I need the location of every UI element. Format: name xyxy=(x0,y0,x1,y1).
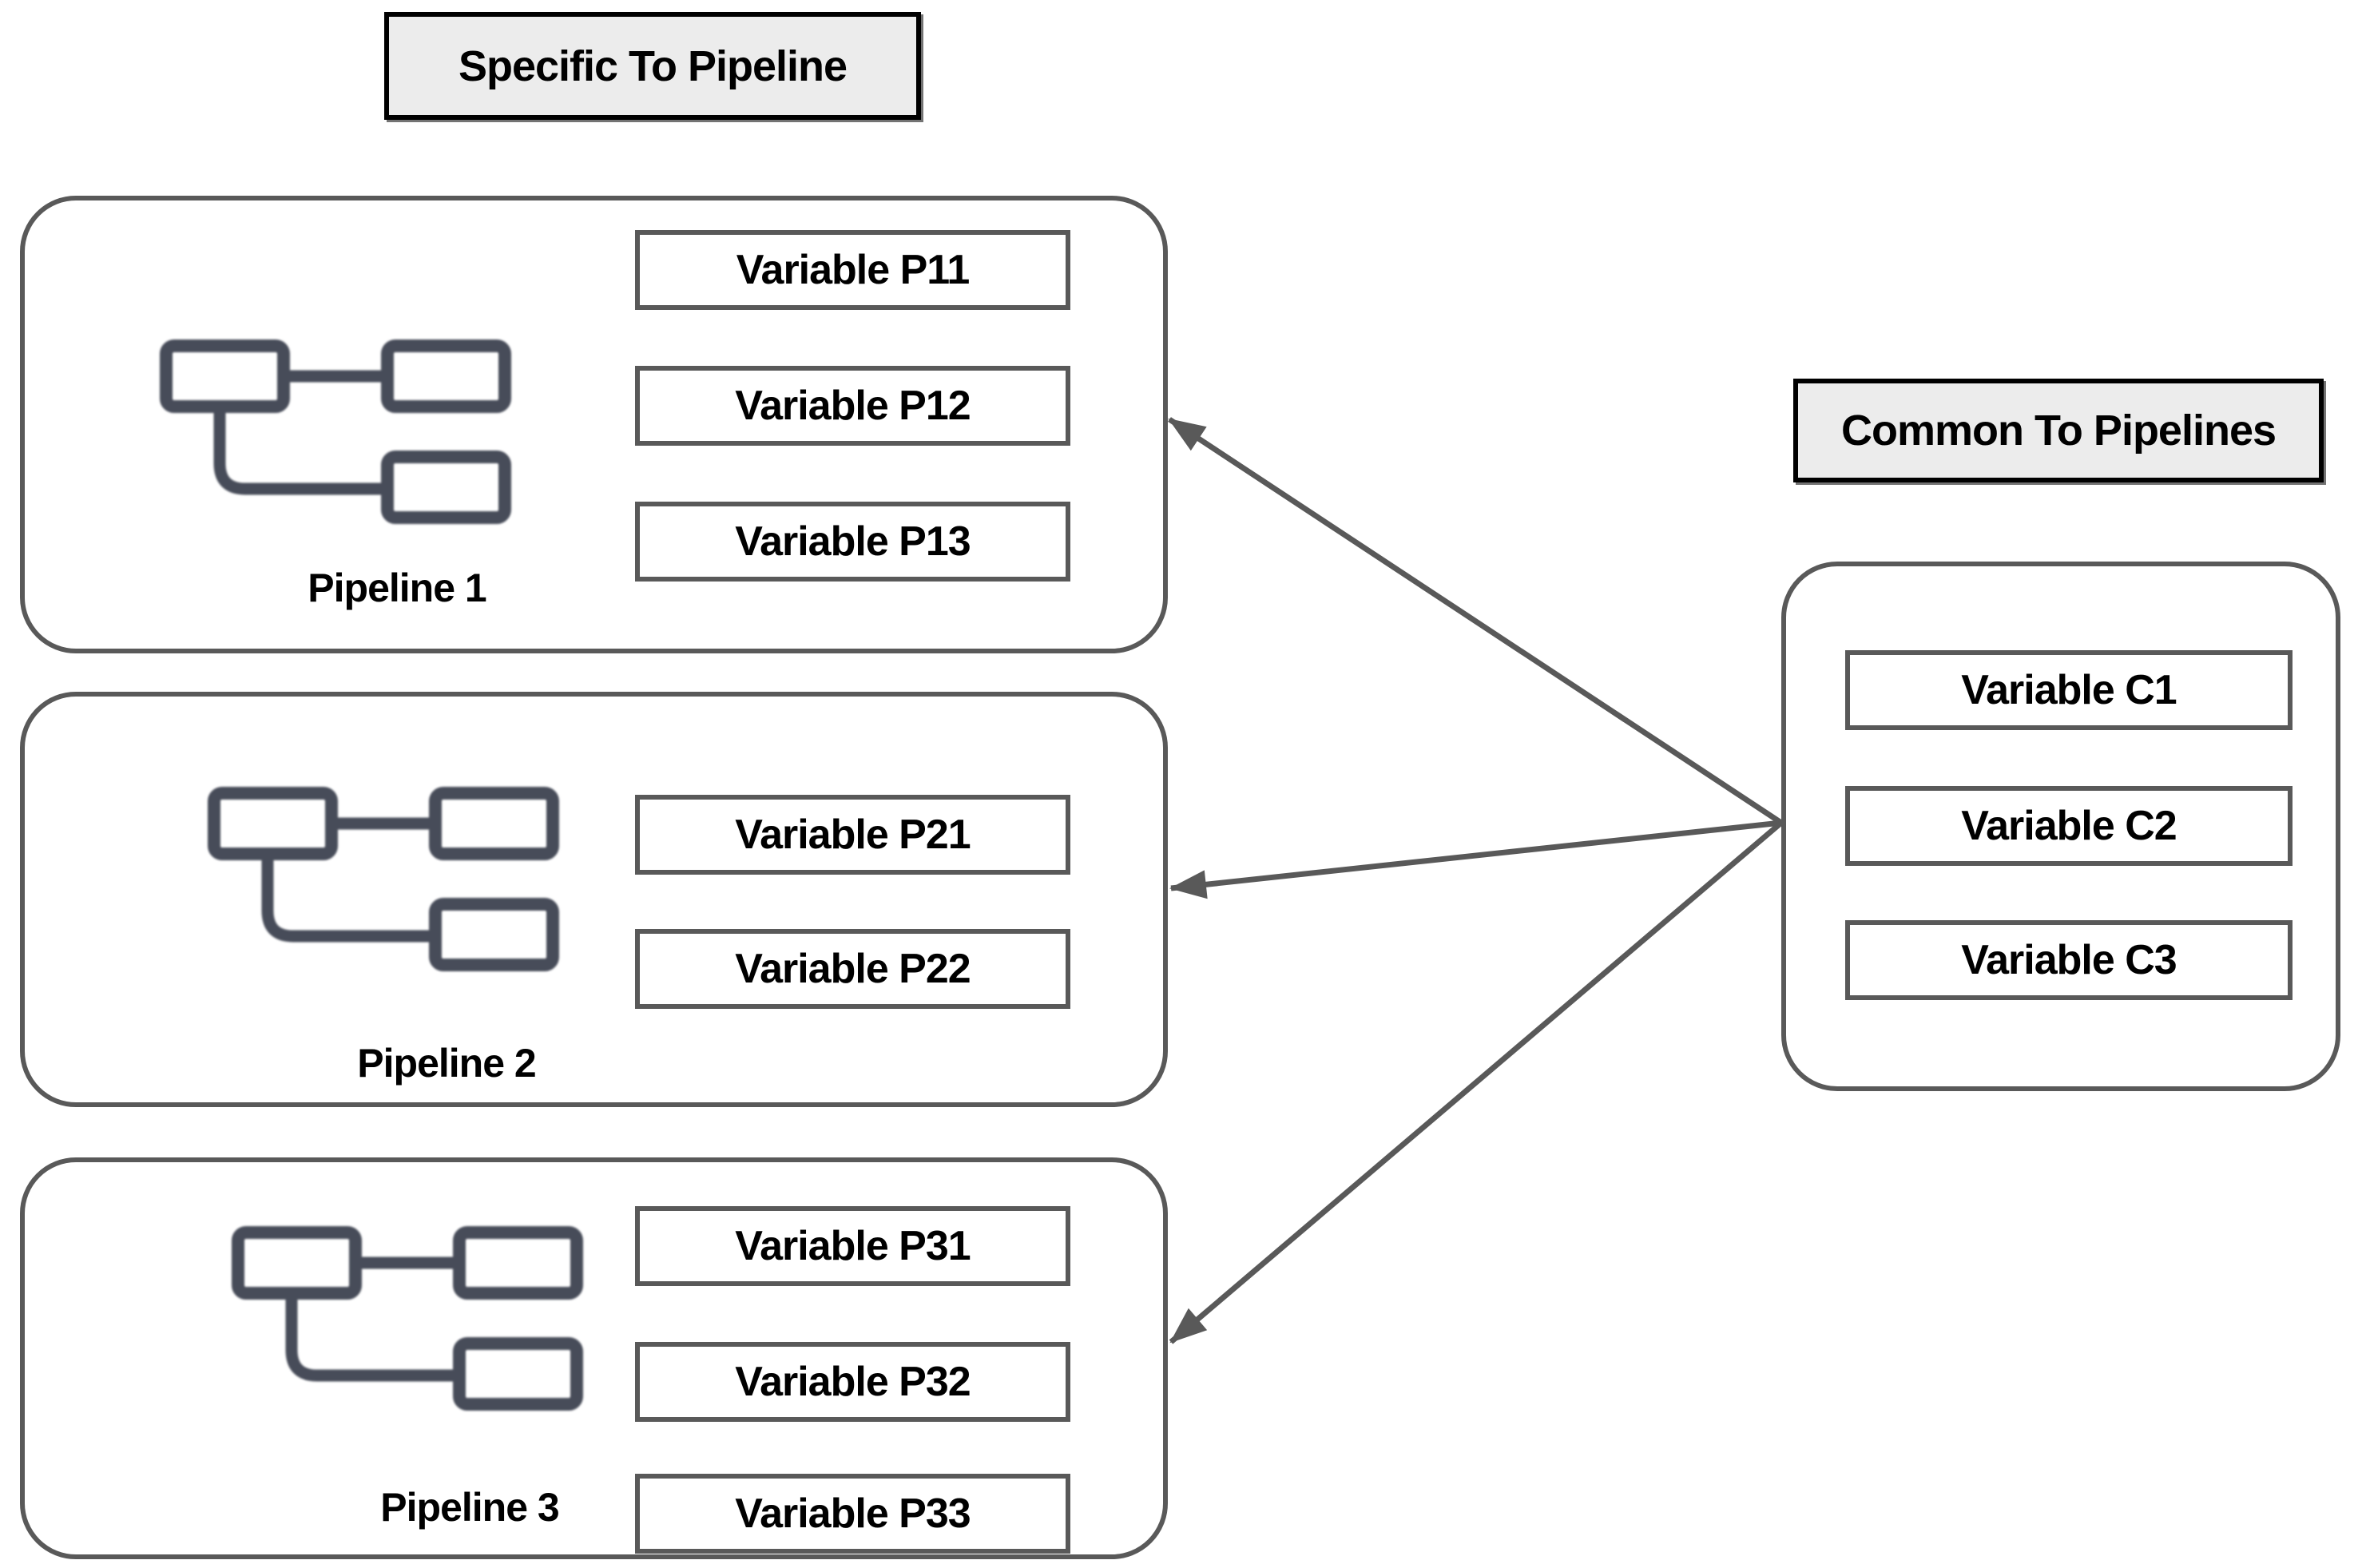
pipeline-2-label: Pipeline 2 xyxy=(357,1041,536,1086)
variable-box-p21: Variable P21 xyxy=(635,795,1070,875)
variable-p21-label: Variable P21 xyxy=(735,812,971,858)
arrow-common-to-pipeline-3 xyxy=(1169,820,1784,1344)
variable-c3-label: Variable C3 xyxy=(1961,937,2177,983)
variable-p33-label: Variable P33 xyxy=(735,1491,971,1537)
variable-p12-label: Variable P12 xyxy=(735,383,971,429)
variable-box-p31: Variable P31 xyxy=(635,1206,1070,1286)
variable-box-p11: Variable P11 xyxy=(635,230,1070,310)
common-title-label: Common To Pipelines xyxy=(1840,407,2277,455)
pipeline-3-flowchart-icon xyxy=(232,1226,583,1411)
specific-title-label: Specific To Pipeline xyxy=(458,42,848,90)
variable-c2-label: Variable C2 xyxy=(1961,803,2177,849)
pipeline-3-label: Pipeline 3 xyxy=(380,1485,559,1530)
variable-p22-label: Variable P22 xyxy=(735,946,971,992)
variable-p11-label: Variable P11 xyxy=(736,247,971,293)
common-title-box: Common To Pipelines xyxy=(1793,379,2324,482)
variable-box-c2: Variable C2 xyxy=(1845,786,2293,866)
variable-box-p13: Variable P13 xyxy=(635,502,1070,582)
pipeline-2-flowchart-icon xyxy=(208,787,559,971)
pipeline-2-container xyxy=(20,692,1168,1107)
variable-box-c3: Variable C3 xyxy=(1845,920,2293,1000)
variable-p13-label: Variable P13 xyxy=(735,518,971,565)
arrow-common-to-pipeline-1 xyxy=(1168,417,1783,825)
variable-c1-label: Variable C1 xyxy=(1961,667,2177,713)
specific-title-box: Specific To Pipeline xyxy=(384,12,921,120)
variable-box-c1: Variable C1 xyxy=(1845,650,2293,730)
variable-box-p22: Variable P22 xyxy=(635,929,1070,1009)
arrow-common-to-pipeline-2 xyxy=(1169,820,1782,899)
variable-box-p12: Variable P12 xyxy=(635,366,1070,446)
pipeline-1-label: Pipeline 1 xyxy=(308,566,486,610)
variable-box-p33: Variable P33 xyxy=(635,1474,1070,1554)
variable-p32-label: Variable P32 xyxy=(735,1359,971,1405)
variable-p31-label: Variable P31 xyxy=(735,1223,971,1269)
variable-box-p32: Variable P32 xyxy=(635,1342,1070,1422)
pipeline-1-flowchart-icon xyxy=(160,339,511,524)
